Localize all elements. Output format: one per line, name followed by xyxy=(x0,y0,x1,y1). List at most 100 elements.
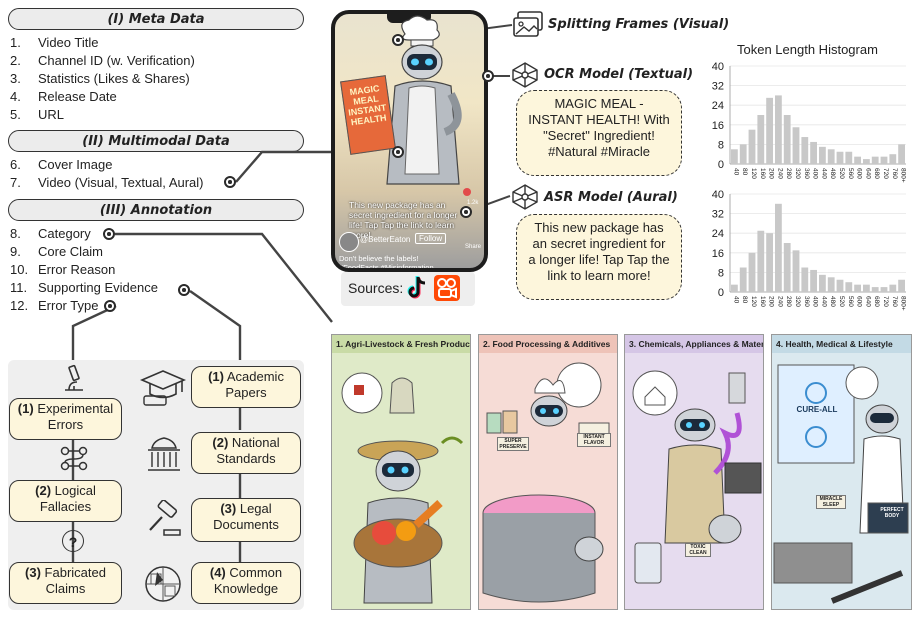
x-tick-label: 760 xyxy=(891,296,898,307)
chef-robot-illustration xyxy=(386,15,471,196)
x-tick-label: 600 xyxy=(856,296,863,307)
x-tick-label: 200 xyxy=(768,168,775,179)
x-tick-label: 400 xyxy=(812,168,819,179)
logic-chain-icon xyxy=(60,446,88,471)
perfect-body-label: PERFECT BODY xyxy=(880,507,904,519)
evidence-connector-line xyxy=(189,290,242,368)
multimodal-data-header: (II) Multimodal Data xyxy=(8,130,304,152)
evidence-item-node xyxy=(178,284,190,296)
category-connector-line xyxy=(115,232,333,323)
x-tick-label: 280 xyxy=(785,296,792,307)
histogram-bar xyxy=(863,284,870,292)
y-tick-label: 24 xyxy=(712,100,724,112)
x-tick-label: 680 xyxy=(873,168,880,179)
histogram-bar xyxy=(731,149,738,164)
histogram-bar xyxy=(845,151,853,164)
histogram-bar xyxy=(748,129,756,164)
histogram-bar xyxy=(775,95,782,164)
multimodal-item: 6.Cover Image xyxy=(10,157,113,172)
histogram-bar xyxy=(854,156,861,164)
x-tick-label: 640 xyxy=(864,296,871,307)
kuaishou-icon[interactable] xyxy=(434,275,460,301)
x-tick-label: 200 xyxy=(768,296,775,307)
x-tick-label: 40 xyxy=(732,168,739,176)
panel-title: 3. Chemicals, Appliances & Materials xyxy=(625,335,763,353)
histogram-bar xyxy=(757,115,765,164)
histogram-bar xyxy=(863,159,870,164)
follow-button[interactable]: Follow xyxy=(415,233,447,244)
channel-username[interactable]: @BetterEaton xyxy=(360,235,411,244)
histogram-bar xyxy=(748,252,756,292)
panel-title: 2. Food Processing & Additives xyxy=(479,335,617,353)
histogram-bar xyxy=(898,144,905,164)
category-panel-agri: 1. Agri-Livestock & Fresh Produce xyxy=(331,334,471,610)
ocr-network-icon xyxy=(512,62,538,88)
y-tick-label: 8 xyxy=(718,139,724,151)
x-tick-label: 120 xyxy=(750,296,757,307)
histogram-bar xyxy=(889,154,897,164)
tiktok-icon[interactable] xyxy=(407,275,429,301)
x-tick-label: 360 xyxy=(803,296,810,307)
annotation-item: 11.Supporting Evidence xyxy=(10,280,158,295)
annotation-item: 10.Error Reason xyxy=(10,262,116,277)
panel-title: 1. Agri-Livestock & Fresh Produce xyxy=(332,335,470,353)
x-tick-label: 440 xyxy=(820,168,827,179)
histogram-bar xyxy=(783,243,791,292)
histogram-bar xyxy=(854,284,861,292)
histogram-bar xyxy=(792,250,800,292)
histogram-bar xyxy=(880,156,888,164)
histogram-bar xyxy=(810,141,817,164)
health-illustration xyxy=(773,364,909,604)
x-tick-label: 320 xyxy=(794,168,801,179)
video-item-node xyxy=(224,176,236,188)
avatar[interactable] xyxy=(339,232,359,252)
x-tick-label: 360 xyxy=(803,168,810,179)
meta-item: 5.URL xyxy=(10,107,65,122)
histogram-bar xyxy=(836,279,844,292)
category-panel-health: 4. Health, Medical & Lifestyle CURE-ALL … xyxy=(771,334,912,610)
annotation-item: 9.Core Claim xyxy=(10,244,104,259)
miracle-sleep-label: MIRACLE SLEEP xyxy=(816,495,846,509)
splitting-frames-label: Splitting Frames (Visual) xyxy=(548,17,730,32)
meta-item: 4.Release Date xyxy=(10,89,117,104)
y-tick-label: 16 xyxy=(712,120,724,132)
x-tick-label: 400 xyxy=(812,296,819,307)
x-tick-label: 80 xyxy=(741,296,748,304)
x-tick-label: 720 xyxy=(882,296,889,307)
y-tick-label: 0 xyxy=(718,287,724,299)
y-tick-label: 24 xyxy=(712,228,724,240)
error-type-item-node xyxy=(104,300,116,312)
asr-node xyxy=(460,206,472,218)
histogram-bar xyxy=(836,151,844,164)
x-tick-label: 440 xyxy=(820,296,827,307)
annotation-header: (III) Annotation xyxy=(8,199,304,221)
histogram-bar xyxy=(792,127,800,164)
x-tick-label: 480 xyxy=(829,168,836,179)
x-tick-label: 320 xyxy=(794,296,801,307)
ocr-output-bubble: MAGIC MEAL -INSTANT HEALTH! With"Secret"… xyxy=(516,90,682,176)
annotation-item: 8.Category xyxy=(10,226,91,241)
multimodal-item: 7.Video (Visual, Textual, Aural) xyxy=(10,175,204,190)
food-processing-illustration xyxy=(482,362,610,603)
histogram-bar xyxy=(871,156,879,164)
x-tick-label: 480 xyxy=(829,296,836,307)
x-tick-label: 160 xyxy=(759,168,766,179)
phone-mockup: MAGIC MEAL INSTANT HEALTH This new packa… xyxy=(331,10,488,272)
y-tick-label: 40 xyxy=(712,61,724,73)
x-tick-label: 280 xyxy=(785,168,792,179)
x-tick-label: 520 xyxy=(838,296,845,307)
x-tick-label: 560 xyxy=(847,296,854,307)
histogram-bar xyxy=(819,274,826,292)
histogram-bar xyxy=(801,137,809,164)
share-label: Share xyxy=(465,244,482,250)
image-frames-icon xyxy=(513,11,543,37)
phone-notch xyxy=(387,14,431,23)
x-tick-label: 560 xyxy=(847,168,854,179)
histogram-bar xyxy=(757,230,765,292)
x-tick-label: 800+ xyxy=(900,296,907,311)
